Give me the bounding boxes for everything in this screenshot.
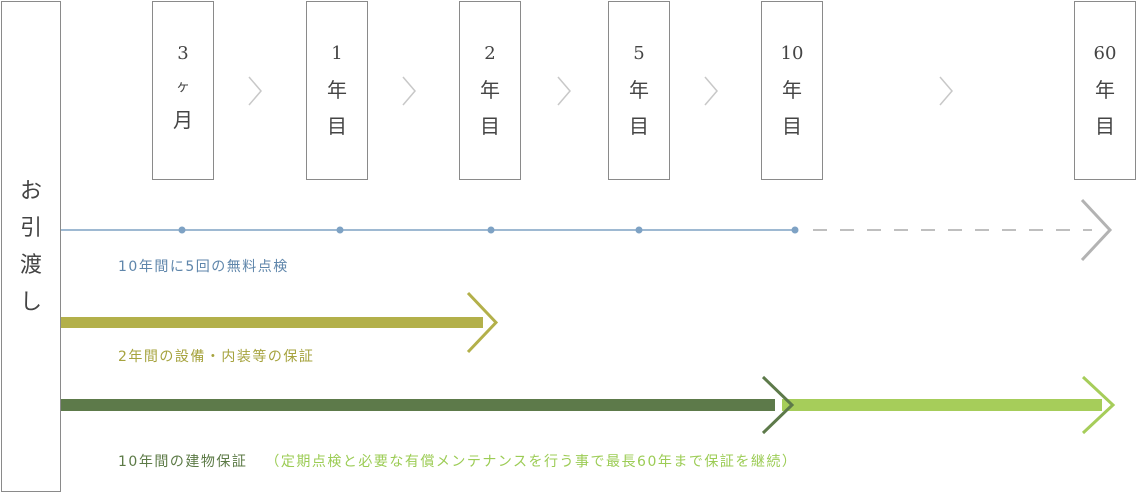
- equipment-warranty-bar: [61, 317, 483, 328]
- inspection-label: 10年間に5回の無料点検: [118, 259, 289, 275]
- building-warranty-bar: [61, 399, 775, 411]
- building-warranty-extension-bar: [782, 399, 1102, 411]
- milestone-unit: ヶ: [176, 79, 190, 95]
- equipment-warranty-label: 2年間の設備・内装等の保証: [118, 349, 315, 365]
- milestone-unit: 年: [327, 78, 347, 102]
- building-warranty-label-row: 10年間の建物保証 （定期点検と必要な有償メンテナンスを行う事で最長60年まで保証…: [118, 451, 797, 471]
- milestone-number: 2: [484, 43, 496, 64]
- milestone-suffix: 目: [1095, 114, 1115, 138]
- milestone-suffix: 目: [629, 114, 649, 138]
- milestone-suffix: 目: [480, 114, 500, 138]
- milestone-suffix: 目: [327, 114, 347, 138]
- chevron-right-icon: [402, 76, 416, 106]
- milestone-suffix: 目: [782, 114, 802, 138]
- equipment-warranty-arrowhead-icon: [466, 291, 499, 354]
- handover-char: し: [19, 289, 42, 315]
- milestone-5-years: 5 年 目: [608, 1, 670, 180]
- milestone-unit: 年: [480, 78, 500, 102]
- inspection-dot: [791, 226, 799, 234]
- milestone-10-years: 10 年 目: [761, 1, 823, 180]
- building-warranty-label: 10年間の建物保証: [118, 454, 248, 470]
- milestone-number: 3: [177, 43, 189, 64]
- milestone-1-year: 1 年 目: [306, 1, 368, 180]
- chevron-right-icon: [248, 76, 262, 106]
- inspection-dot: [178, 226, 186, 234]
- building-warranty-note: （定期点検と必要な有償メンテナンスを行う事で最長60年まで保証を継続）: [265, 454, 798, 470]
- chevron-right-icon: [704, 76, 718, 106]
- inspection-arrowhead-icon: [1080, 198, 1113, 262]
- building-warranty-extension-arrowhead-icon: [1081, 375, 1116, 435]
- milestone-60-years: 60 年 目: [1074, 1, 1136, 180]
- handover-char: 引: [19, 215, 42, 241]
- milestone-number: 60: [1093, 43, 1117, 64]
- building-warranty-arrowhead-icon: [761, 375, 795, 435]
- milestone-number: 10: [780, 43, 804, 64]
- milestone-suffix: 月: [173, 108, 193, 132]
- milestone-3-months: 3 ヶ 月: [152, 1, 214, 180]
- milestone-number: 1: [331, 43, 343, 64]
- milestone-unit: 年: [1095, 78, 1115, 102]
- handover-char: 渡: [19, 252, 42, 278]
- handover-box: お 引 渡 し: [1, 1, 61, 492]
- inspection-dot: [635, 226, 643, 234]
- chevron-right-icon: [557, 76, 571, 106]
- chevron-right-icon: [939, 76, 953, 106]
- milestone-unit: 年: [629, 78, 649, 102]
- inspection-dot: [336, 226, 344, 234]
- milestone-unit: 年: [782, 78, 802, 102]
- handover-char: お: [19, 178, 42, 204]
- inspection-dot: [487, 226, 495, 234]
- milestone-2-years: 2 年 目: [459, 1, 521, 180]
- milestone-number: 5: [633, 43, 645, 64]
